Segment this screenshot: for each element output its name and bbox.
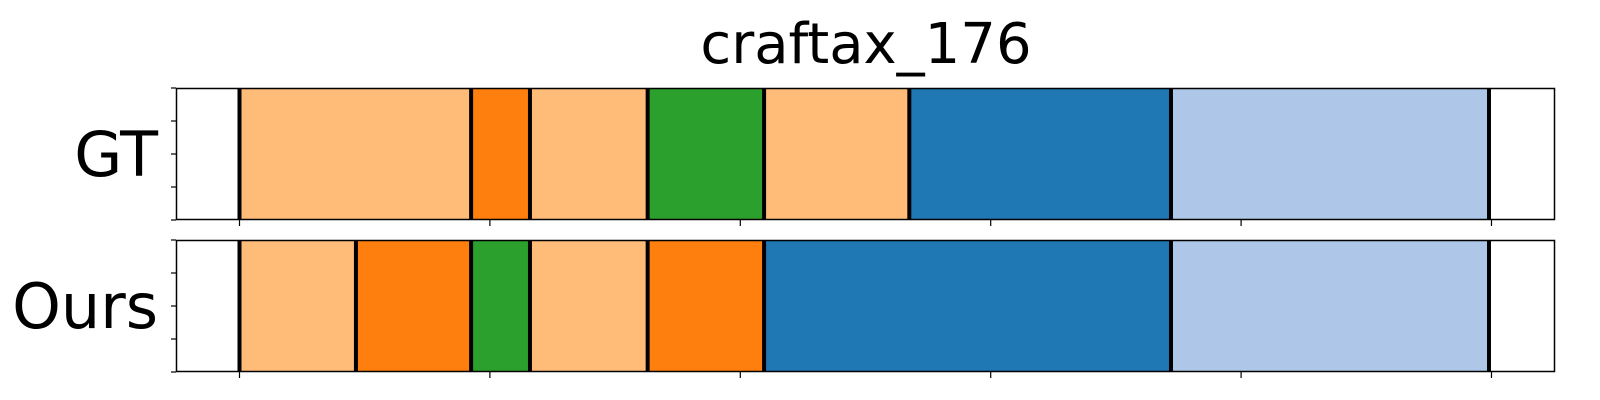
segment-bar: [647, 240, 765, 372]
segment-bar: [355, 240, 472, 372]
segment-bar: [764, 88, 910, 220]
segment-bar: [1170, 88, 1489, 220]
row-label: Ours: [12, 270, 158, 343]
panel-frame: [175, 239, 1556, 373]
panel-ours: Ours: [12, 239, 1556, 378]
segment-bar: [529, 88, 648, 220]
segment-bar: [239, 240, 356, 372]
segment-bar: [239, 88, 472, 220]
segment-bar: [529, 240, 648, 372]
segment-bar: [471, 88, 530, 220]
segment-bar: [1170, 240, 1489, 372]
panel-frame: [175, 87, 1556, 221]
segment-bar: [471, 240, 530, 372]
segment-bar: [909, 88, 1171, 220]
panel-gt: GT: [74, 87, 1556, 226]
chart-title: craftax_176: [700, 12, 1031, 77]
segment-bar: [764, 240, 1171, 372]
segment-bar: [647, 88, 765, 220]
row-label: GT: [74, 118, 159, 191]
